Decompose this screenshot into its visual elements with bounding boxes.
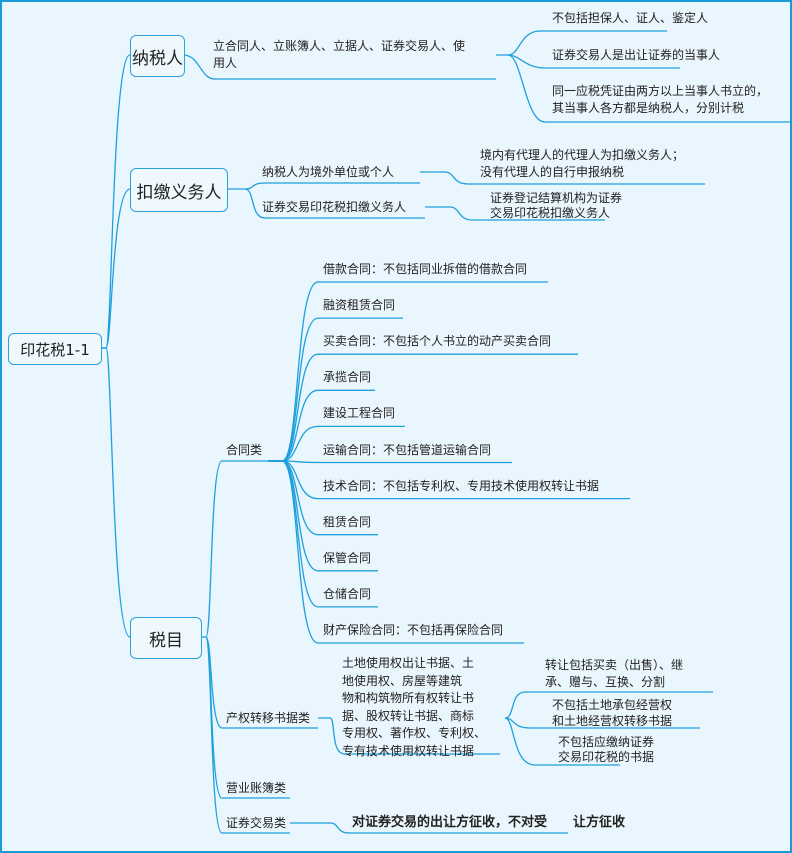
- taxpayer-desc: 立合同人、立账簿人、立据人、证券交易人、使用人: [213, 38, 465, 72]
- withholding-item: 纳税人为境外单位或个人: [262, 165, 395, 179]
- withholding-item: 证券交易印花税扣缴义务人: [262, 200, 407, 214]
- text-line: 用人: [213, 56, 238, 70]
- contract-item: 融资租赁合同: [323, 298, 396, 313]
- node-withholding: 扣缴义务人: [130, 168, 228, 212]
- category-transfer: 产权转移书据类: [226, 711, 311, 725]
- text-line: 专用权、著作权、专利权、: [342, 726, 487, 740]
- transfer-note: 不包括土地承包经营权和土地经营权转移书据: [552, 697, 672, 729]
- text-line: 交易印花税扣缴义务人: [490, 206, 611, 220]
- node-label: 纳税人: [132, 48, 183, 69]
- text-line: 专有技术使用权转让书据: [342, 743, 475, 758]
- text-line: 交易印花税的书据: [558, 750, 655, 764]
- node-label: 扣缴义务人: [136, 182, 222, 203]
- category-contract: 合同类: [226, 443, 263, 457]
- text-line: 物和构筑物所有权转让书: [342, 691, 475, 705]
- contract-item: 仓储合同: [323, 586, 372, 601]
- node-label: 税目: [149, 630, 183, 651]
- contract-item: 技术合同：不包括专利权、专用技术使用权转让书据: [323, 478, 600, 493]
- securities-note: 对证券交易的出让方征收，不对受 让方征收: [352, 815, 626, 830]
- transfer-note: 不包括应缴纳证券交易印花税的书据: [558, 735, 654, 765]
- text-line: 转让包括买卖（出售）、继: [545, 658, 684, 672]
- contract-connector: [268, 460, 512, 464]
- text-line: 土地使用权出让书据、土: [342, 656, 475, 670]
- text-line: 立合同人、立账簿人、立据人、证券交易人、使: [213, 39, 466, 53]
- contract-item: 建设工程合同: [323, 406, 396, 421]
- taxpayer-note: 证券交易人是出让证券的当事人: [552, 48, 721, 62]
- contract-item: 承揽合同: [323, 370, 372, 385]
- text-line: 其当事人各方都是纳税人，分别计税: [552, 101, 745, 115]
- text-line: 不包括土地承包经营权: [552, 698, 673, 712]
- text-line: 不包括应缴纳证券: [558, 735, 655, 749]
- text-line: 和土地经营权转移书据: [552, 714, 673, 728]
- text-line: 承、赠与、互换、分割: [545, 675, 666, 689]
- contract-item: 借款合同：不包括同业拆借的借款合同: [323, 262, 528, 276]
- contract-item: 保管合同: [323, 550, 372, 565]
- text-line: 地使用权、房屋等建筑: [342, 673, 463, 688]
- contract-connector: [268, 281, 548, 462]
- contract-item: 租赁合同: [323, 514, 372, 529]
- text-line: 证券登记结算机构为证券: [490, 191, 623, 205]
- node-taxpayer: 纳税人: [130, 35, 185, 77]
- transfer-note: 转让包括买卖（出售）、继承、赠与、互换、分割: [545, 657, 683, 691]
- text-line: 同一应税凭证由两方以上当事人书立的，: [552, 84, 769, 98]
- category-ledger: 营业账簿类: [226, 781, 287, 795]
- taxpayer-note: 不包括担保人、证人、鉴定人: [552, 11, 709, 25]
- transfer-desc: 土地使用权出让书据、土地使用权、房屋等建筑物和构筑物所有权转让书据、股权转让书据…: [342, 655, 486, 760]
- withholding-note: 境内有代理人的代理人为扣缴义务人； 没有代理人的自行申报纳税: [480, 147, 684, 181]
- taxpayer-note: 同一应税凭证由两方以上当事人书立的， 其当事人各方都是纳税人，分别计税: [552, 83, 768, 117]
- contract-item: 运输合同：不包括管道运输合同: [323, 442, 492, 457]
- text-line: 没有代理人的自行申报纳税: [480, 165, 625, 179]
- root-node: 印花税1-1: [8, 333, 102, 365]
- contract-item: 财产保险合同：不包括再保险合同: [323, 623, 504, 637]
- category-securities: 证券交易类: [226, 816, 287, 830]
- text-line: 境内有代理人的代理人为扣缴义务人；: [480, 148, 685, 162]
- node-tax-items: 税目: [130, 617, 202, 659]
- contract-item: 买卖合同：不包括个人书立的动产买卖合同: [323, 334, 552, 349]
- contract-connector: [268, 460, 524, 644]
- root-label: 印花税1-1: [20, 340, 90, 359]
- withholding-note: 证券登记结算机构为证券交易印花税扣缴义务人: [490, 191, 622, 221]
- text-line: 据、股权转让书据、商标: [342, 708, 475, 723]
